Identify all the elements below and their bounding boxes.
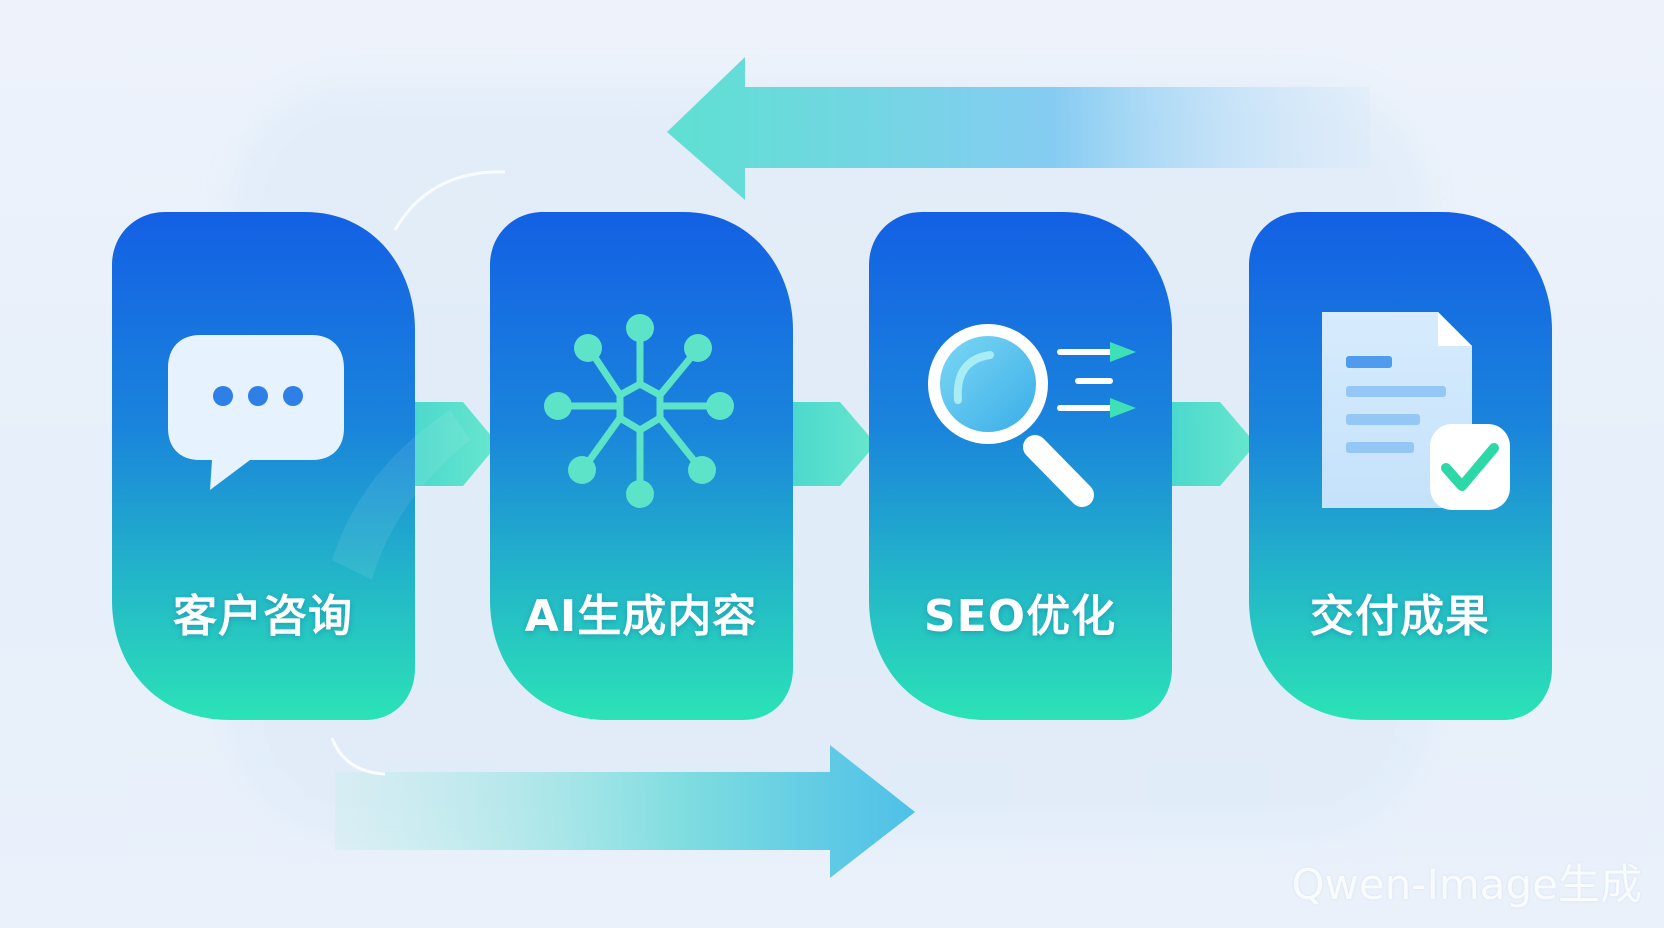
top-arrow (393, 57, 1370, 231)
step-label-seo: SEO优化 (923, 591, 1117, 642)
connector-arrow (791, 402, 876, 486)
connector-arrow (1170, 402, 1256, 486)
document-check-icon (1322, 312, 1510, 510)
step-label-ai-content: AI生成内容 (524, 591, 758, 642)
bottom-arrow (330, 737, 915, 878)
chat-bubble-icon (168, 335, 344, 490)
network-nodes-icon (544, 314, 734, 508)
connector-arrow (412, 402, 498, 486)
watermark: Qwen-Image生成 (1291, 860, 1642, 909)
step-label-delivery: 交付成果 (1310, 591, 1490, 642)
step-label-consult: 客户咨询 (173, 591, 353, 642)
magnifier-icon (928, 324, 1136, 507)
step-card (869, 212, 1172, 720)
